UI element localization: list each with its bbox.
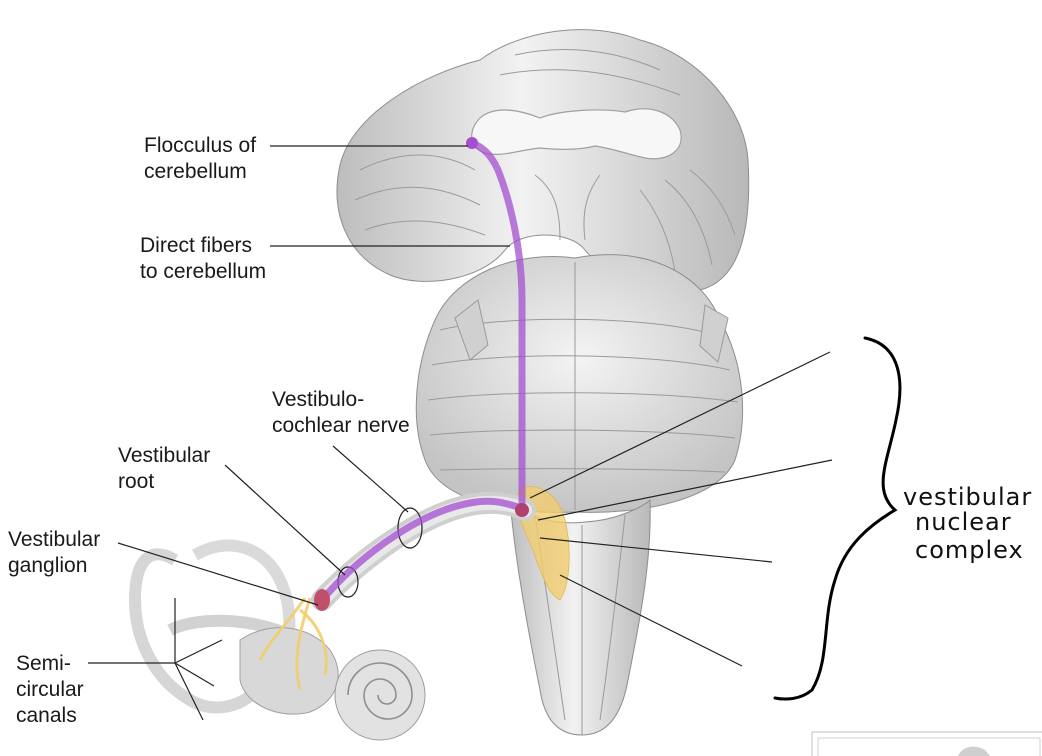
label-flocculus: Flocculus of cerebellum bbox=[144, 134, 262, 183]
inner-ear bbox=[135, 545, 425, 740]
label-semicircular-canals: Semi- circular canals bbox=[16, 652, 90, 727]
handwritten-annotation: vestibular nuclear complex bbox=[903, 483, 1041, 564]
thumbnail-preview bbox=[812, 732, 1042, 756]
flocculus-target bbox=[466, 137, 478, 149]
leader-canal-2 bbox=[175, 640, 222, 663]
nuclei-entry bbox=[515, 503, 529, 517]
curly-brace bbox=[775, 338, 900, 699]
leader-vestibular-root bbox=[225, 465, 345, 575]
semicircular-canal-anterior bbox=[135, 554, 255, 707]
label-vestibular-ganglion: Vestibular ganglion bbox=[8, 528, 106, 577]
vestibular-ganglion-body bbox=[314, 589, 330, 611]
label-direct-fibers: Direct fibers to cerebellum bbox=[140, 234, 266, 283]
label-vestibulocochlear-nerve: Vestibulo- cochlear nerve bbox=[272, 388, 410, 437]
leader-vestibulocochlear bbox=[333, 446, 408, 512]
label-vestibular-root: Vestibular root bbox=[118, 444, 216, 493]
cerebellum bbox=[337, 30, 749, 291]
